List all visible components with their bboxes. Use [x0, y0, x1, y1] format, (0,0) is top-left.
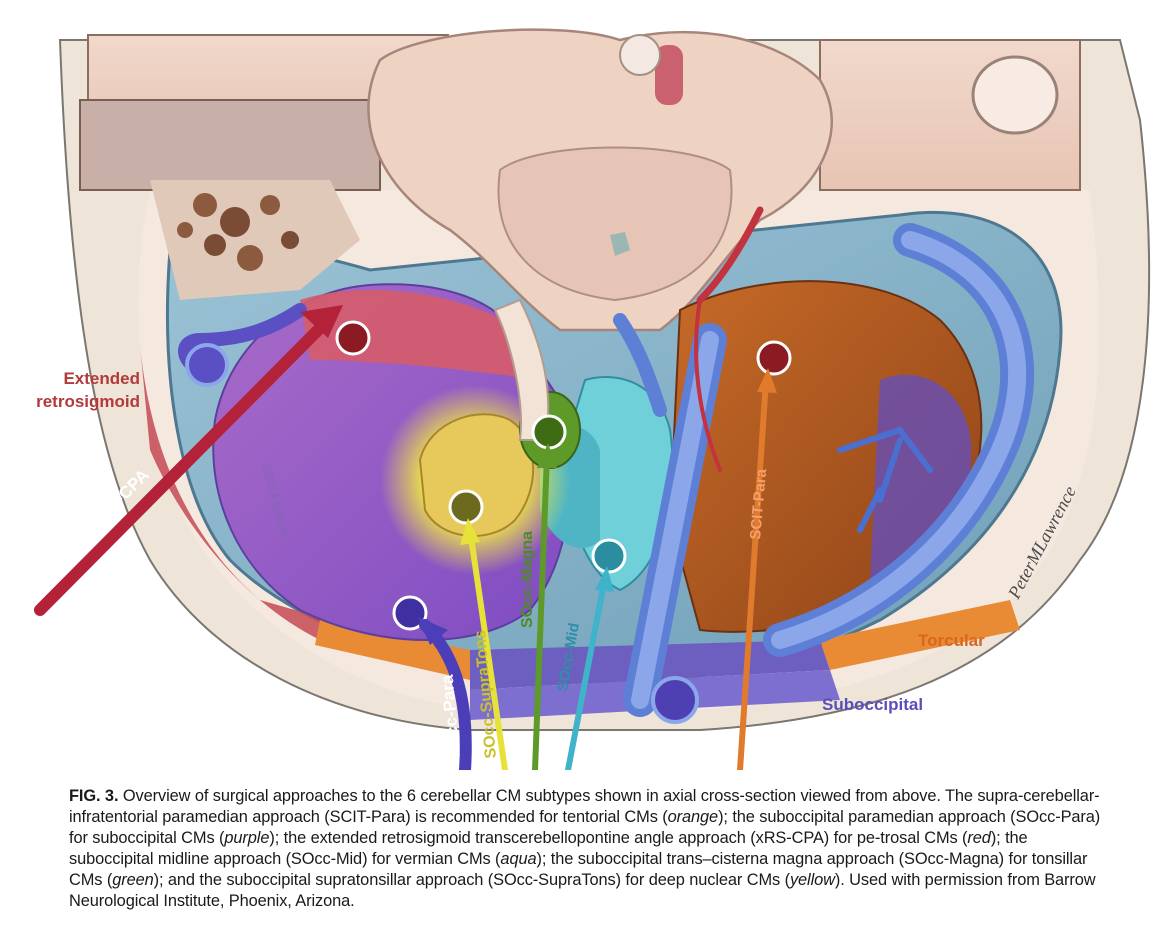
socc-supratons-arrowhead [460, 518, 480, 545]
socc-magna-arrowhead [537, 443, 557, 468]
caption-text-6: ); and the suboccipital supratonsillar a… [153, 871, 790, 889]
caption-text-2: ); the suboccipital paramedian approach … [69, 808, 1101, 847]
caption-color-yellow: yellow [789, 871, 835, 889]
figure-number: FIG. 3. [69, 787, 119, 805]
sinuses-and-veins [178, 223, 1035, 717]
socc-magna-arrow [532, 452, 550, 770]
tonsillar-cm-marker [531, 414, 567, 450]
figure-caption: FIG. 3. Overview of surgical approaches … [69, 786, 1109, 912]
label-extended-retrosigmoid-1: Extended [63, 369, 140, 388]
petrosal-cm-marker [335, 320, 371, 356]
tentorial-cm-marker [756, 340, 792, 376]
caption-text-3: ); the extended retrosigmoid transcerebe… [269, 829, 968, 847]
caption-color-orange: orange [667, 808, 719, 826]
xrs-cpa-arrowhead [300, 305, 343, 338]
sigmoid-sinus [185, 343, 229, 387]
caption-color-red: red [967, 829, 991, 847]
socc-mid-arrow [565, 575, 608, 770]
arteries [694, 206, 764, 472]
confluence-sinus [651, 676, 699, 724]
cm-target-markers [335, 320, 792, 631]
label-torcular: Torcular [918, 631, 985, 650]
cranial-nerves [493, 298, 550, 441]
caption-color-green: green [112, 871, 154, 889]
top-bone-blocks [79, 34, 1081, 191]
xrs-cpa-arrow [34, 312, 336, 616]
socc-para-arrowhead [418, 617, 448, 645]
suboccipital-cm-marker [392, 595, 428, 631]
deep-nuclear-cm-marker [448, 489, 484, 525]
caption-text-4: ); the suboccipital midline approach (SO… [69, 829, 1028, 868]
socc-mid-arrowhead [595, 566, 614, 592]
socc-supratons-arrow [467, 527, 508, 770]
label-suboccipital: Suboccipital [822, 695, 923, 714]
caption-color-purple: purple [224, 829, 270, 847]
caption-color-aqua: aqua [500, 850, 537, 868]
vermian-cm-marker [591, 538, 627, 574]
anatomical-illustration: Extended retrosigmoid xRS-CPA SOcc-Magna… [34, 28, 1151, 770]
label-scit-para: SCIT-Para [747, 468, 770, 541]
caption-text-5: ); the suboccipital trans–cisterna magna… [69, 850, 1088, 889]
approach-arrows [34, 305, 777, 770]
caption-text-1: Overview of surgical approaches to the 6… [69, 787, 1100, 826]
brainstem [367, 28, 833, 332]
scit-para-arrowhead [757, 368, 777, 393]
label-socc-magna: SOcc-Magna [519, 531, 536, 628]
scit-para-arrow [737, 377, 769, 770]
label-extended-retrosigmoid-2: retrosigmoid [36, 392, 140, 411]
caption-text-7: ). Used with permission from Barrow Neur… [69, 871, 1096, 910]
mastoid-air-cells [150, 180, 360, 300]
